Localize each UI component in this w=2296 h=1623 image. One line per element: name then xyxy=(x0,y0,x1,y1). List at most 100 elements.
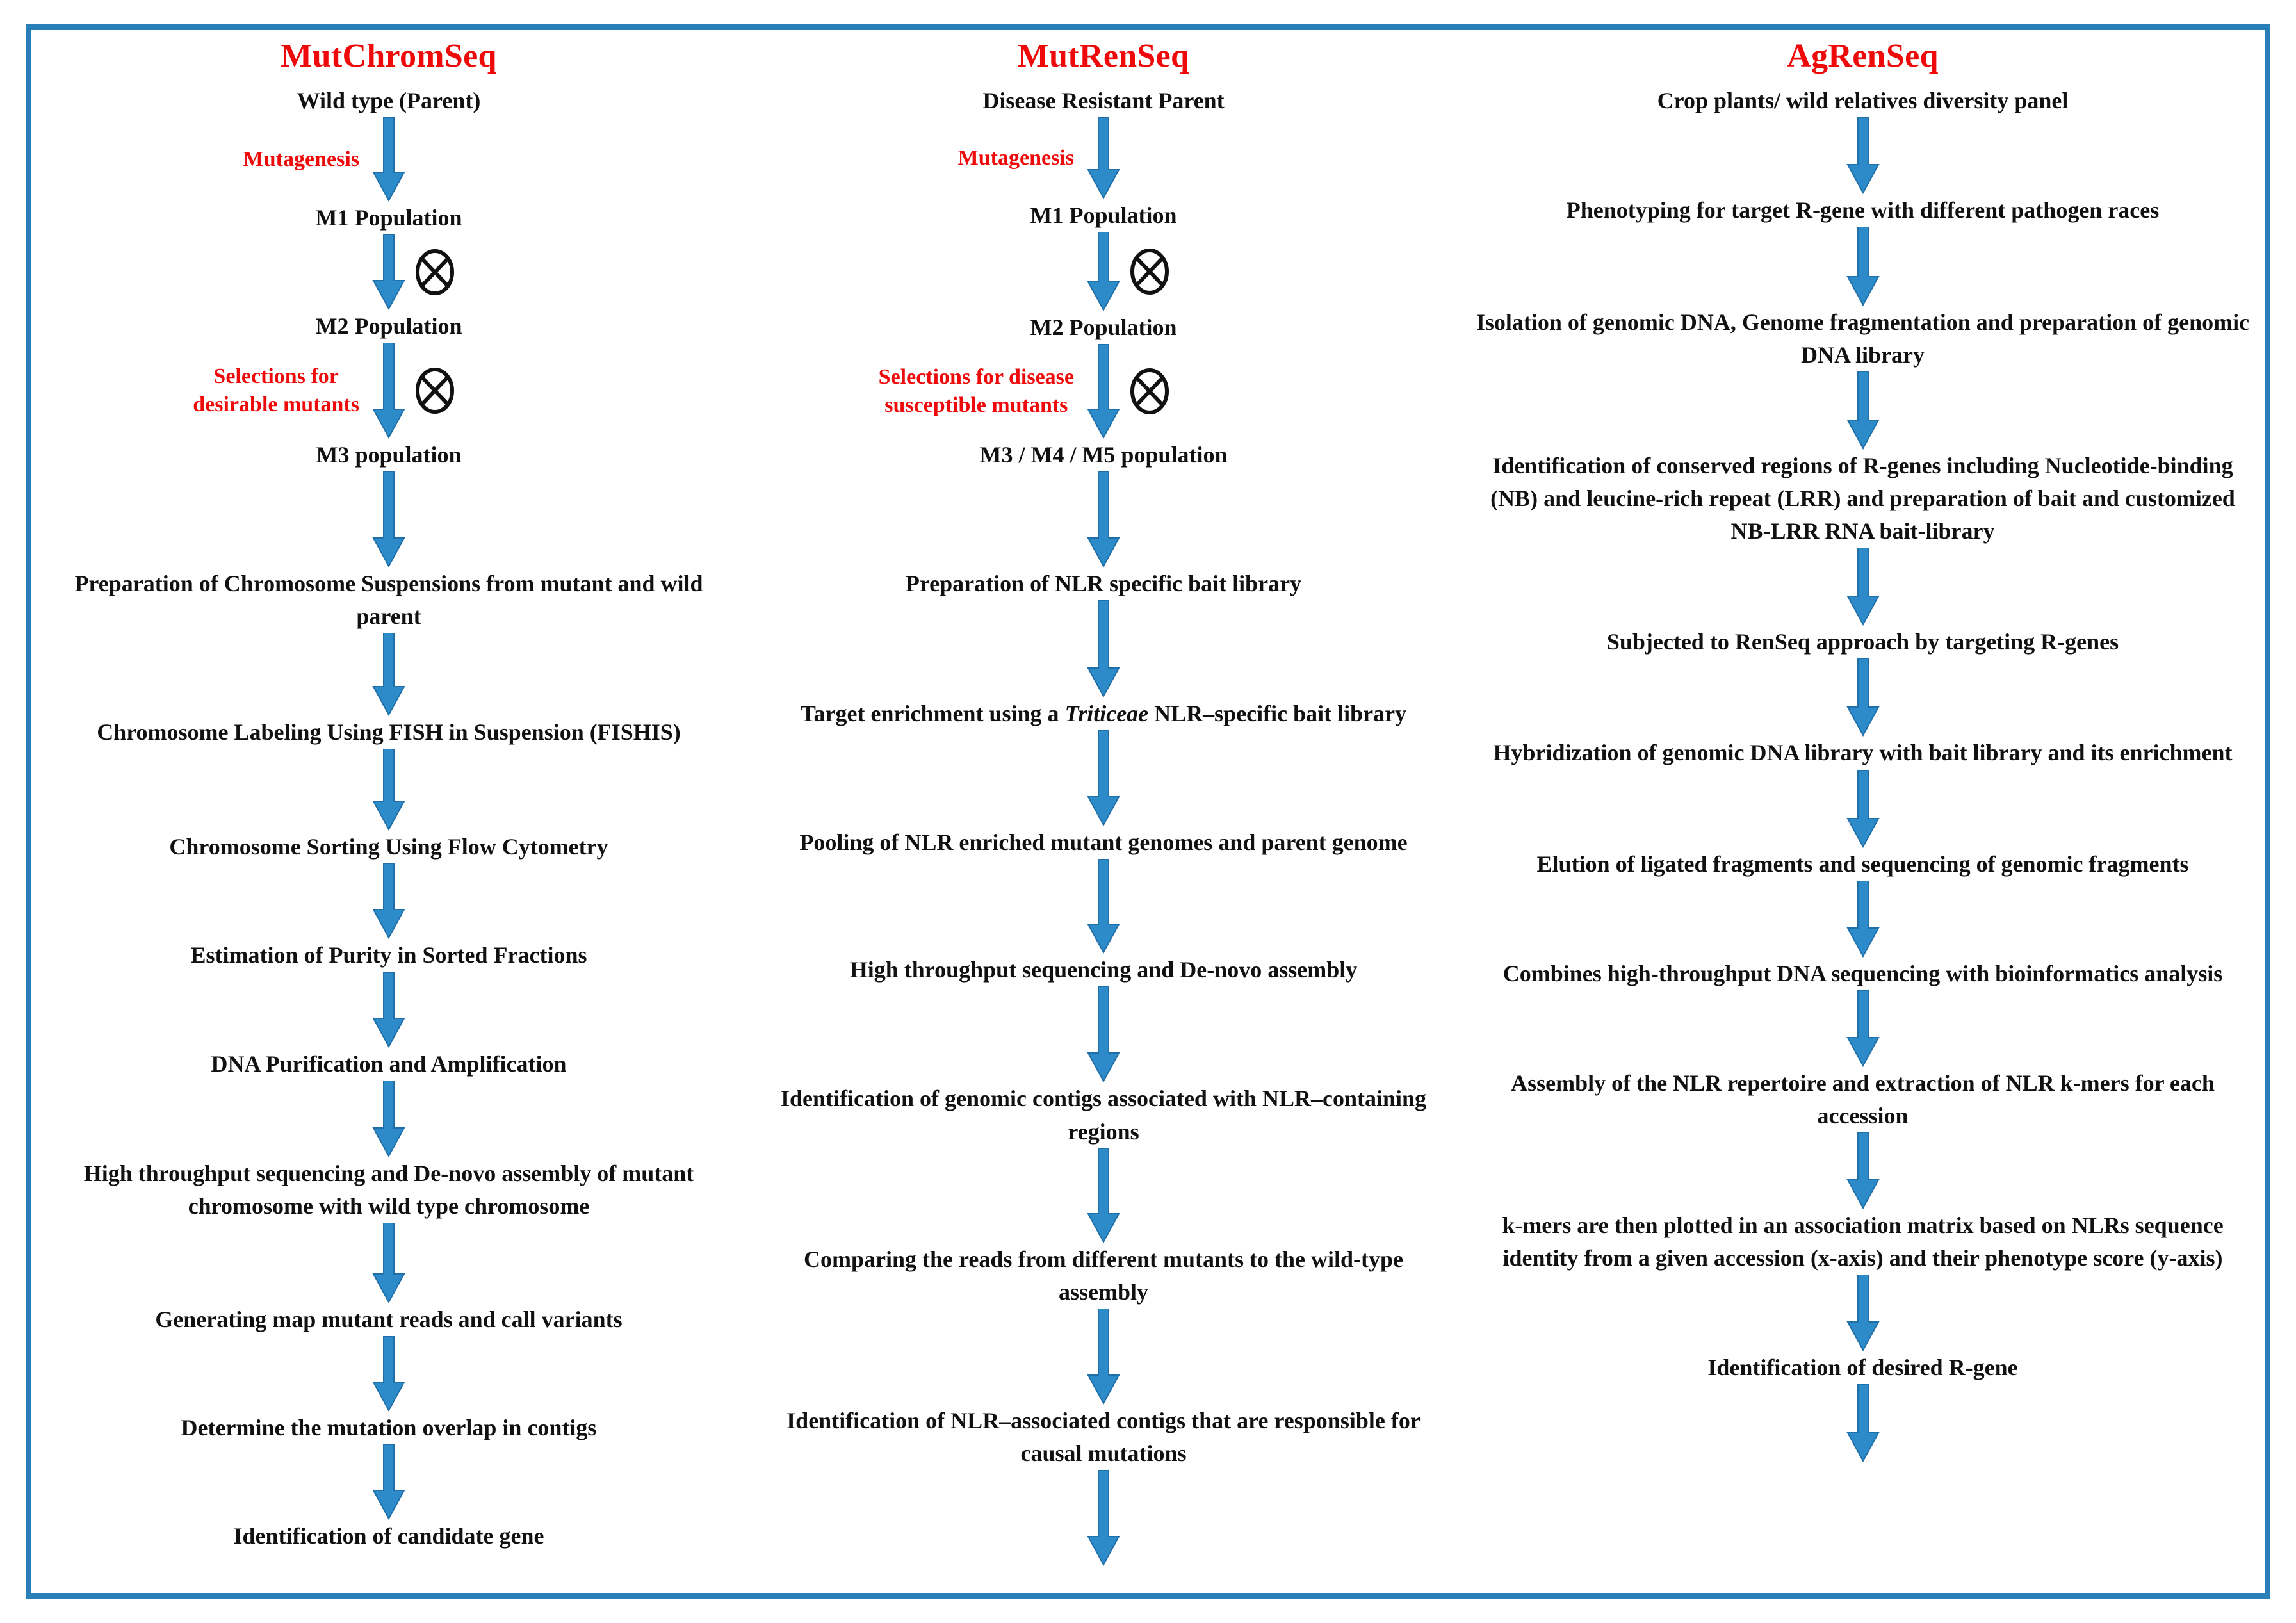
down-block-arrow-icon xyxy=(371,1080,406,1157)
flow-step: Determine the mutation overlap in contig… xyxy=(181,1415,597,1441)
connector-annotation: Selections for disease susceptible mutan… xyxy=(878,364,1074,417)
column-title-mutchromseq: MutChromSeq xyxy=(281,38,497,74)
flow-step: Generating map mutant reads and call var… xyxy=(155,1306,623,1332)
flow-connector xyxy=(746,1470,1461,1567)
flow-connector xyxy=(31,633,746,717)
down-block-arrow-icon xyxy=(1846,548,1880,626)
down-block-arrow-icon xyxy=(1086,343,1121,439)
flow-step: M3 / M4 / M5 population xyxy=(979,441,1228,468)
flow-connector xyxy=(31,234,746,310)
flow-connector xyxy=(31,1080,746,1157)
flow-step: Preparation of NLR specific bait library xyxy=(905,571,1302,597)
flow-step: Identification of candidate gene xyxy=(233,1523,544,1549)
flow-connector: Selections for desirable mutants xyxy=(31,342,746,439)
flow-connector xyxy=(746,730,1461,827)
flow-step: Disease Resistant Parent xyxy=(982,87,1225,113)
flow-step: Target enrichment using a Triticeae NLR–… xyxy=(800,701,1407,727)
flow-step: Chromosome Sorting Using Flow Cytometry xyxy=(169,834,608,860)
down-block-arrow-icon xyxy=(371,117,406,202)
flow-step: DNA Purification and Amplification xyxy=(211,1050,567,1077)
italic-species-name: Triticeae xyxy=(1064,701,1149,727)
selfing-cross-icon xyxy=(414,249,455,296)
flow-connector xyxy=(1461,1275,2265,1352)
flow-connector xyxy=(1461,880,2265,958)
selfing-cross-icon xyxy=(414,367,455,414)
down-block-arrow-icon xyxy=(371,1222,406,1303)
flow-connector xyxy=(1461,1132,2265,1210)
flow-step: Isolation of genomic DNA, Genome fragmen… xyxy=(1476,309,2250,368)
flow-connector: Selections for disease susceptible mutan… xyxy=(746,343,1461,439)
down-block-arrow-icon xyxy=(1846,990,1880,1067)
down-block-arrow-icon xyxy=(1086,1308,1121,1405)
flow-step: Comparing the reads from different mutan… xyxy=(804,1246,1403,1305)
down-block-arrow-icon xyxy=(1846,117,1880,194)
flow-step: Identification of genomic contigs associ… xyxy=(781,1086,1426,1145)
column-title-agrenseq: AgRenSeq xyxy=(1787,38,1939,74)
flow-connector: Mutagenesis xyxy=(746,117,1461,199)
down-block-arrow-icon xyxy=(1846,1132,1880,1210)
flow-step: Phenotyping for target R-gene with diffe… xyxy=(1566,197,2160,223)
flow-connector xyxy=(746,231,1461,311)
column-title-mutrenseq: MutRenSeq xyxy=(1017,38,1190,74)
down-block-arrow-icon xyxy=(1846,1384,1880,1463)
down-block-arrow-icon xyxy=(1086,231,1121,311)
selfing-cross-icon xyxy=(1129,248,1170,295)
connector-annotation: Mutagenesis xyxy=(243,147,359,171)
down-block-arrow-icon xyxy=(1086,600,1121,698)
flow-connector xyxy=(31,1336,746,1412)
flow-connector xyxy=(1461,548,2265,626)
flow-step: High throughput sequencing and De-novo a… xyxy=(83,1160,694,1219)
flow-step: Hybridization of genomic DNA library wit… xyxy=(1493,740,2233,766)
flow-connector xyxy=(1461,1384,2265,1463)
flow-connector xyxy=(1461,658,2265,737)
flow-connector xyxy=(31,972,746,1048)
down-block-arrow-icon xyxy=(1086,986,1121,1083)
flow-step: Identification of desired R-gene xyxy=(1707,1355,2018,1381)
flow-step: k-mers are then plotted in an associatio… xyxy=(1502,1212,2224,1271)
down-block-arrow-icon xyxy=(1086,117,1121,199)
down-block-arrow-icon xyxy=(1846,226,1880,306)
down-block-arrow-icon xyxy=(1086,1148,1121,1243)
flow-step: M3 population xyxy=(316,441,462,468)
selfing-cross-icon xyxy=(1129,368,1170,415)
flow-step: Crop plants/ wild relatives diversity pa… xyxy=(1657,87,2069,113)
flow-connector xyxy=(31,749,746,831)
flow-connector xyxy=(746,1308,1461,1405)
flow-step: Subjected to RenSeq approach by targetin… xyxy=(1606,629,2119,655)
flow-connector xyxy=(31,1444,746,1521)
down-block-arrow-icon xyxy=(371,1444,406,1521)
flow-step: Estimation of Purity in Sorted Fractions xyxy=(190,942,587,968)
flow-connector xyxy=(1461,371,2265,450)
flow-step: Identification of NLR–associated contigs… xyxy=(786,1407,1421,1467)
flow-step: Preparation of Chromosome Suspensions fr… xyxy=(74,571,703,630)
flow-step: Chromosome Labeling Using FISH in Suspen… xyxy=(97,719,681,746)
flow-step: M1 Population xyxy=(315,204,462,231)
flow-connector xyxy=(1461,226,2265,306)
down-block-arrow-icon xyxy=(1846,769,1880,848)
flow-step: Wild type (Parent) xyxy=(297,87,481,113)
down-block-arrow-icon xyxy=(1086,859,1121,954)
down-block-arrow-icon xyxy=(1086,730,1121,827)
flow-connector: Mutagenesis xyxy=(31,117,746,202)
down-block-arrow-icon xyxy=(1086,471,1121,568)
down-block-arrow-icon xyxy=(371,234,406,310)
flow-connector xyxy=(1461,117,2265,194)
connector-annotation: Selections for desirable mutants xyxy=(193,364,359,416)
flow-step: M1 Population xyxy=(1030,202,1177,228)
flow-connector xyxy=(31,471,746,568)
down-block-arrow-icon xyxy=(371,972,406,1048)
down-block-arrow-icon xyxy=(371,863,406,940)
down-block-arrow-icon xyxy=(1846,1275,1880,1352)
flow-step: Assembly of the NLR repertoire and extra… xyxy=(1511,1070,2215,1129)
flow-step: Elution of ligated fragments and sequenc… xyxy=(1536,851,2189,877)
flow-step: Identification of conserved regions of R… xyxy=(1490,453,2235,544)
flow-step: M2 Population xyxy=(1030,314,1177,340)
down-block-arrow-icon xyxy=(1846,880,1880,958)
flow-connector xyxy=(746,1148,1461,1243)
flow-connector xyxy=(1461,769,2265,848)
flow-connector xyxy=(31,1222,746,1303)
